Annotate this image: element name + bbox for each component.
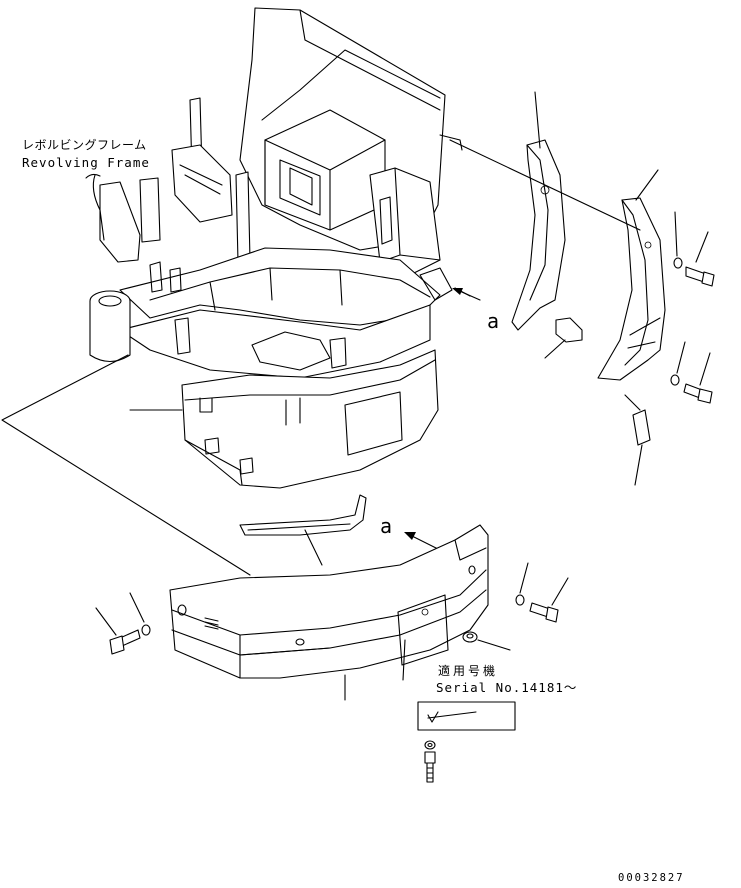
revolving-frame-label-en: Revolving Frame	[22, 155, 150, 170]
serial-label-jp: 適用号機	[438, 664, 499, 678]
plug-cap	[462, 631, 511, 651]
revolving-frame	[85, 7, 471, 379]
view-a-label-lower: a	[380, 514, 393, 538]
view-a-arrow-lower	[404, 532, 441, 551]
spacer-block	[624, 394, 651, 486]
serial-detail-box	[417, 701, 516, 731]
serial-label-en: Serial No.14181～	[436, 680, 578, 695]
bracket	[544, 317, 583, 359]
bolt-upper-1	[673, 211, 715, 287]
view-a-label-upper: a	[487, 309, 500, 333]
leader-lines	[1, 139, 641, 576]
side-cover-right	[597, 169, 666, 381]
rubber-strip	[239, 494, 367, 566]
drawing-code: 00032827	[618, 872, 685, 884]
revolving-frame-label-jp: レボルビングフレーム	[22, 138, 147, 152]
bolt-counterweight-right	[515, 562, 569, 623]
bolt-upper-2	[670, 341, 713, 404]
counterweight	[169, 524, 489, 701]
bolt-bottom	[424, 740, 436, 783]
view-a-arrow-upper	[452, 288, 481, 301]
bolt-counterweight-left	[95, 592, 151, 655]
side-cover-left	[511, 91, 566, 331]
center-weight-plate	[181, 349, 439, 489]
